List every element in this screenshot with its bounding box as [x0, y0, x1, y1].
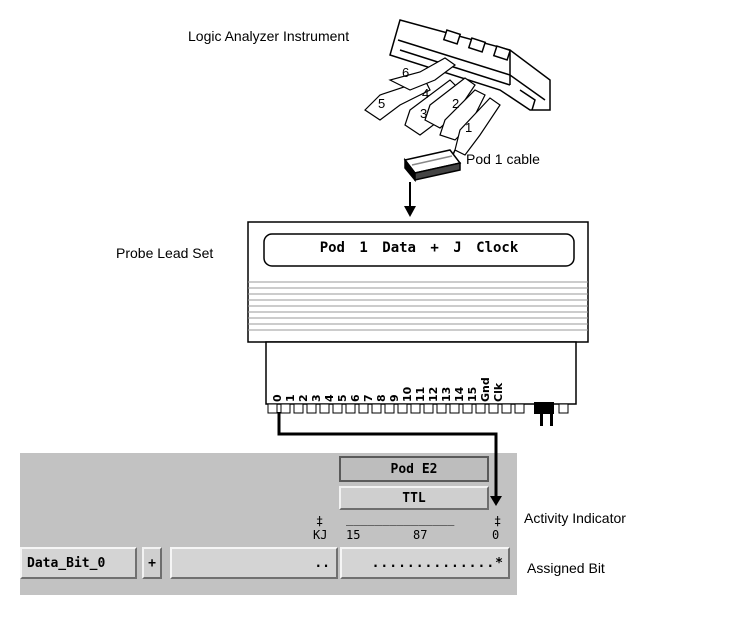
probe-lead-set-label: Probe Lead Set — [116, 245, 214, 261]
pin-label-1: 1 — [284, 394, 297, 402]
assigned-bit-label: Assigned Bit — [527, 560, 605, 576]
threshold-button[interactable]: TTL — [339, 486, 489, 510]
pin-label-5: 5 — [336, 394, 349, 402]
data-bits-field[interactable]: ..............* — [340, 547, 510, 579]
probe-lead-set-illustration — [247, 221, 589, 426]
cable-numbers: 6 5 4 3 2 1 — [378, 65, 472, 135]
pin-label-clk: Clk — [492, 382, 505, 402]
pin-label-9: 9 — [388, 394, 401, 402]
cable-number-6: 6 — [402, 65, 409, 80]
cable-number-2: 2 — [452, 96, 459, 111]
clock-activity-indicator: ‡ — [316, 514, 324, 528]
pin-label-3: 3 — [310, 394, 323, 402]
instrument-label: Logic Analyzer Instrument — [188, 28, 350, 44]
gnd-clk-pins — [534, 402, 554, 426]
pin-label-11: 11 — [414, 386, 427, 402]
pod-name-label: Pod E2 — [339, 456, 489, 482]
data-activity-indicator: ‡ — [494, 514, 502, 528]
logic-analyzer-instrument-illustration: 6 5 4 3 2 1 — [364, 19, 551, 183]
bit-ruler: _______________ — [346, 512, 455, 526]
instrument-chassis — [389, 19, 551, 111]
pin-label-14: 14 — [453, 386, 466, 402]
pin-label-4: 4 — [323, 394, 336, 402]
cable-number-4: 4 — [422, 86, 429, 101]
pin-label-8: 8 — [375, 394, 388, 402]
activity-indicator-label: Activity Indicator — [524, 510, 626, 526]
bit-label-8-7: 87 — [413, 528, 428, 542]
pin-sockets — [267, 403, 569, 414]
clock-labels: KJ — [313, 528, 328, 542]
pin-label-12: 12 — [427, 386, 440, 402]
pin-label-2: 2 — [297, 394, 310, 402]
pin-label-gnd: Gnd — [479, 377, 492, 402]
pin-labels: 0 1 2 3 4 5 6 7 8 9 10 11 12 13 14 15 Gn… — [266, 336, 586, 402]
pod1-connector — [403, 149, 462, 183]
pin-label-10: 10 — [401, 386, 414, 402]
pin-label-13: 13 — [440, 386, 453, 402]
cable-number-3: 3 — [420, 106, 427, 121]
probe-title: Pod 1 Data + J Clock — [319, 240, 519, 256]
add-label-button[interactable]: + — [142, 547, 162, 579]
pin0-connection-line — [277, 412, 502, 506]
cable-number-5: 5 — [378, 96, 385, 111]
bit-label-15: 15 — [346, 528, 361, 542]
label-name-field[interactable]: Data_Bit_0 — [20, 547, 137, 579]
pin-label-15: 15 — [466, 386, 479, 402]
cable-number-1: 1 — [465, 120, 472, 135]
pin-label-0: 0 — [271, 394, 284, 402]
pod-cable-label: Pod 1 cable — [466, 151, 540, 167]
ribbon-cables — [364, 57, 501, 156]
pin-label-7: 7 — [362, 394, 375, 402]
down-arrow-icon — [404, 182, 416, 217]
clock-bits-field[interactable]: .. — [170, 547, 338, 579]
bit-label-0: 0 — [492, 528, 500, 542]
pin-label-6: 6 — [349, 394, 362, 402]
